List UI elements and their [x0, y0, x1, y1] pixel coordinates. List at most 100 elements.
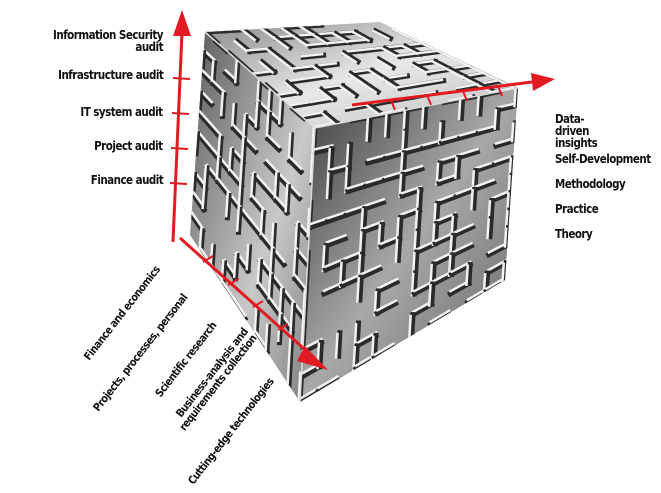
- maze-wall: [219, 91, 227, 120]
- maze-wall: [366, 114, 374, 143]
- maze-wall: [240, 28, 257, 42]
- maze-wall: [278, 287, 283, 317]
- maze-wall: [326, 210, 349, 220]
- maze-wall: [267, 272, 272, 301]
- maze-wall: [410, 272, 415, 297]
- maze-wall: [358, 231, 363, 257]
- maze-wall: [279, 24, 303, 28]
- maze-wall: [381, 47, 400, 59]
- maze-wall: [401, 144, 427, 156]
- maze-wall: [381, 77, 400, 91]
- maze-wall: [277, 96, 283, 125]
- maze-wall: [399, 152, 404, 177]
- maze-wall: [470, 188, 474, 211]
- maze-wall: [284, 76, 309, 83]
- maze-wall: [235, 206, 243, 236]
- maze-wall: [259, 209, 264, 237]
- maze-wall: [488, 197, 496, 222]
- maze-wall: [258, 60, 275, 75]
- maze-wall: [483, 72, 502, 83]
- maze-wall: [457, 98, 462, 121]
- maze-wall: [376, 277, 399, 290]
- maze-wall: [266, 134, 281, 149]
- maze-wall: [344, 167, 349, 194]
- maze-wall: [373, 290, 378, 316]
- maze-wall: [320, 111, 337, 126]
- maze-wall: [312, 63, 334, 80]
- maze-wall: [312, 33, 330, 47]
- axis-vertical-label-project-audit: Project audit: [94, 139, 164, 153]
- maze-wall: [402, 164, 424, 174]
- maze-wall: [450, 260, 472, 274]
- maze-wall: [418, 78, 444, 85]
- maze-wall: [403, 107, 410, 134]
- maze-wall: [400, 165, 426, 178]
- maze-wall: [504, 224, 512, 248]
- axis-horizontal-label-self-development: Self-Development: [555, 152, 651, 166]
- maze-wall: [400, 130, 405, 155]
- maze-wall: [277, 96, 285, 128]
- cube-right-face: [300, 88, 518, 402]
- arrow-up-icon: [173, 10, 191, 36]
- maze-wall: [366, 153, 388, 162]
- maze-wall: [317, 85, 338, 103]
- maze-wall: [465, 264, 470, 287]
- maze-wall: [300, 387, 323, 402]
- axis-vertical-label-finance-audit: Finance audit: [90, 173, 164, 187]
- maze-wall: [451, 241, 474, 254]
- maze-wall: [339, 82, 360, 100]
- maze-wall: [265, 111, 270, 139]
- maze-wall: [208, 121, 223, 138]
- maze-wall: [431, 60, 450, 72]
- maze-wall: [365, 103, 382, 117]
- maze-wall: [332, 32, 350, 45]
- maze-wall: [408, 314, 412, 339]
- maze-wall: [235, 206, 241, 232]
- maze-wall: [452, 57, 472, 69]
- maze-wall: [265, 48, 283, 62]
- maze-wall: [210, 60, 215, 84]
- maze-wall: [429, 281, 436, 307]
- maze-wall: [326, 170, 334, 200]
- axis-horizontal: [351, 73, 555, 111]
- maze-wall: [346, 141, 354, 171]
- maze-wall: [292, 248, 297, 279]
- axis-depth-line: [179, 236, 313, 358]
- maze-wall: [471, 186, 478, 211]
- maze-wall: [396, 214, 404, 242]
- maze-wall: [240, 137, 245, 163]
- maze-wall: [511, 120, 518, 144]
- maze-wall: [220, 259, 225, 285]
- maze-wall: [468, 64, 487, 76]
- maze-wall: [437, 121, 442, 145]
- maze-wall: [365, 175, 387, 185]
- maze-wall: [298, 24, 316, 38]
- maze-wall: [300, 110, 326, 118]
- maze-wall: [476, 94, 481, 117]
- maze-wall: [310, 125, 315, 156]
- maze-wall: [272, 36, 290, 50]
- maze-wall: [306, 207, 311, 238]
- maze-wall: [283, 80, 300, 95]
- maze-wall: [437, 49, 457, 61]
- axis-depth-ticks: [202, 255, 289, 331]
- maze-wall: [367, 69, 386, 82]
- maze-wall: [473, 178, 496, 189]
- maze-wall: [211, 79, 226, 94]
- maze-wall: [300, 52, 324, 58]
- axis-vertical: [169, 10, 191, 243]
- maze-wall: [283, 78, 304, 97]
- maze-wall: [264, 158, 280, 174]
- maze-wall: [233, 58, 241, 86]
- maze-wall: [471, 179, 497, 193]
- maze-wall: [514, 88, 518, 109]
- maze-wall: [287, 100, 313, 107]
- maze-wall: [245, 243, 250, 271]
- maze-wall: [420, 105, 425, 129]
- maze-wall: [374, 57, 393, 70]
- maze-wall: [345, 204, 367, 214]
- maze-wall: [360, 81, 378, 95]
- maze-wall: [435, 211, 458, 223]
- maze-wall: [344, 182, 370, 195]
- maze-wall: [312, 143, 334, 152]
